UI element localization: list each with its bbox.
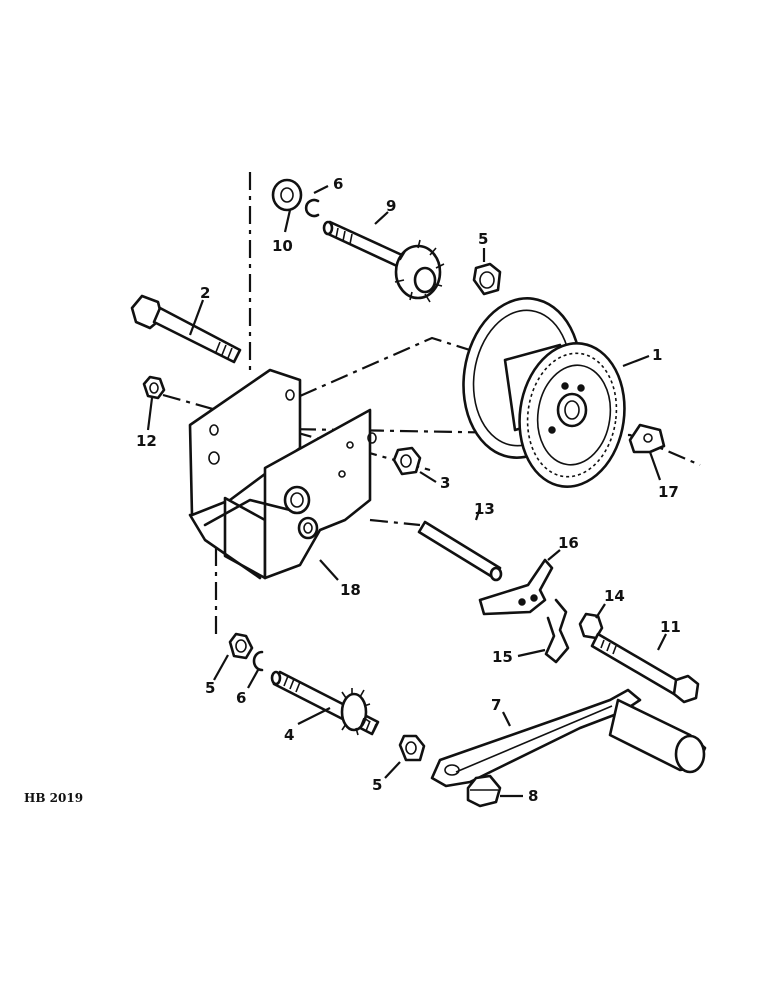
part-4-pinion-shaft [270,670,380,736]
callout-15: 15 [492,648,513,666]
callout-6-top: 6 [333,175,343,193]
callout-18: 18 [340,581,361,599]
part-16-latch [478,558,554,616]
part-12-nut [142,375,166,400]
part-8-cap-nut [466,774,502,808]
leader-lines [146,185,667,798]
part-9-pinion-shaft [322,220,445,303]
part-13-pin [417,520,503,582]
part-10-washer [271,178,303,212]
part-11-bolt [590,632,700,704]
callout-labels: 6 10 9 5 2 1 12 3 17 13 16 18 14 11 15 5… [136,175,681,805]
callout-3: 3 [440,474,450,492]
part-15-spring [544,598,570,664]
part-14-nut [578,612,604,640]
callout-4: 4 [284,726,294,744]
callout-11: 11 [660,618,681,636]
callout-5-left: 5 [205,679,215,697]
callout-10: 10 [272,237,293,255]
figure-code: HB 2019 [24,791,83,805]
part-3-nut [392,446,422,476]
callout-13: 13 [474,500,495,518]
callout-5-bottom: 5 [372,776,382,794]
callout-16: 16 [558,534,579,552]
part-5-bushing-top [472,262,502,296]
callout-5-top: 5 [478,230,488,248]
part-17-clip [628,423,666,454]
callout-1: 1 [652,346,662,364]
callout-6-lower: 6 [236,689,246,707]
part-18-bracket [188,368,377,580]
part-7-handle [430,688,707,788]
part-6-snap-ring-top [304,198,320,218]
part-2-bolt [130,294,242,364]
part-5-bushing-left [228,632,254,660]
callout-14: 14 [604,587,625,605]
callout-12: 12 [136,432,157,450]
callout-7: 7 [491,696,501,714]
callout-9: 9 [386,197,396,215]
part-6-snap-ring-lower [252,650,264,672]
callout-17: 17 [658,483,679,501]
callout-8: 8 [528,787,538,805]
callout-2: 2 [200,284,210,302]
part-1-wheel [462,297,626,488]
part-5-bushing-bottom [398,734,426,762]
